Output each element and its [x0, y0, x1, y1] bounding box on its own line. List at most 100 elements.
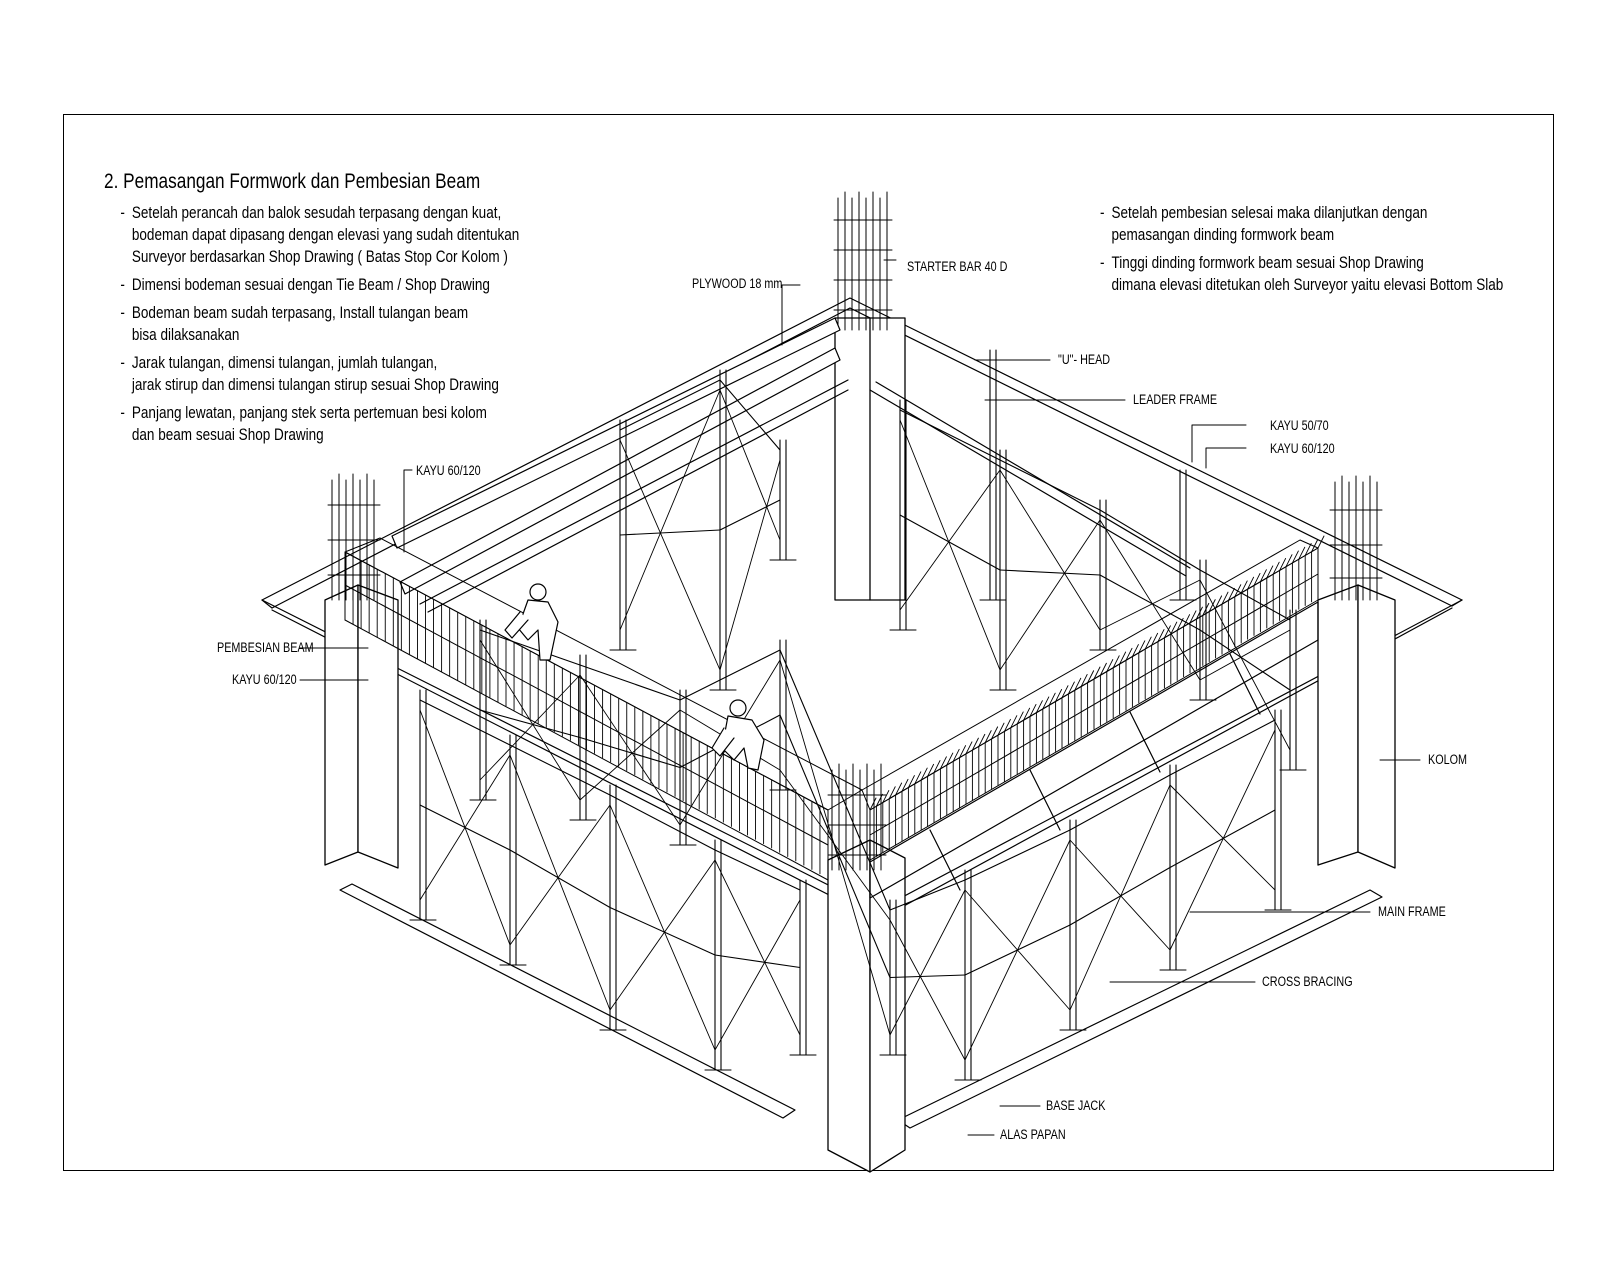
cross-brace [1200, 630, 1290, 680]
note-text: Setelah perancah dan balok sesudah terpa… [131, 204, 520, 266]
note-left-4: -Jarak tulangan, dimensi tulangan, jumla… [104, 352, 530, 396]
label-main-frame: MAIN FRAME [1378, 904, 1446, 919]
stirrup-top [934, 761, 940, 773]
label-kayu-60-120-left: KAYU 60/120 [232, 672, 297, 687]
stirrup-top [1216, 596, 1222, 608]
cross-brace [780, 770, 890, 920]
stirrup-top [1286, 555, 1292, 567]
note-dash: - [120, 204, 125, 222]
frame-ledger [720, 380, 780, 450]
stirrup-top [1152, 633, 1158, 645]
stirrup-top [1222, 592, 1228, 604]
frame-ledger [890, 880, 965, 910]
note-left-2: -Dimensi bodeman sesuai dengan Tie Beam … [104, 274, 530, 296]
stirrup-top [1036, 701, 1042, 713]
cross-brace [610, 860, 715, 1010]
cross-brace [720, 390, 780, 540]
frame-ledger [1000, 460, 1100, 510]
stirrup-top [953, 749, 959, 761]
stirrup-top [992, 727, 998, 739]
note-text: Tinggi dinding formwork beam sesuai Shop… [1111, 254, 1504, 294]
stirrup-top [1062, 686, 1068, 698]
cross-brace [1000, 520, 1100, 670]
stirrup-top [979, 734, 985, 746]
label-starter-bar: STARTER BAR 40 D [907, 259, 1008, 274]
stirrup-top [1184, 615, 1190, 627]
stirrup-top [1312, 540, 1318, 552]
frame-ledger [780, 650, 890, 910]
frame-ledger [1170, 720, 1275, 775]
label-plywood: PLYWOOD 18 mm [692, 276, 783, 291]
beam-side-formwork [870, 602, 1318, 898]
frame-ledger [1170, 810, 1275, 868]
note-text: Setelah pembesian selesai maka dilanjutk… [1111, 204, 1428, 244]
notes-left: 2. Pemasangan Formwork dan Pembesian Bea… [104, 170, 530, 452]
frame-ledger [580, 738, 680, 768]
note-dash: - [1100, 204, 1105, 222]
label-base-jack: BASE JACK [1046, 1098, 1106, 1113]
frame-ledger [1200, 570, 1290, 620]
stirrup-top [1132, 645, 1138, 657]
stirrup-top [1145, 637, 1151, 649]
beam-rebar-cage-left [345, 538, 862, 880]
cross-brace [1100, 580, 1200, 630]
stirrup-top [915, 772, 921, 784]
cross-brace [1170, 730, 1275, 950]
note-dash: - [120, 354, 125, 372]
scaffold-main-frames [410, 350, 1306, 1080]
frame-ledger [1000, 570, 1100, 575]
note-text: Bodeman beam sudah terpasang, Install tu… [131, 304, 469, 344]
note-text: Jarak tulangan, dimensi tulangan, jumlah… [131, 354, 499, 394]
cross-brace [1200, 580, 1290, 750]
stirrup-top [921, 768, 927, 780]
leader-lines [300, 260, 1420, 1135]
cross-brace [480, 675, 580, 780]
stirrup-top [870, 798, 876, 810]
stirrup-top [1107, 660, 1113, 672]
stirrup-top [1088, 671, 1094, 683]
note-left-1: -Setelah perancah dan balok sesudah terp… [104, 202, 530, 268]
stirrup-top [1030, 704, 1036, 716]
stirrup-top [1120, 652, 1126, 664]
cross-brace [900, 470, 1000, 610]
stirrup-top [1075, 678, 1081, 690]
cross-brace [1100, 520, 1200, 680]
notes-right: -Setelah pembesian selesai maka dilanjut… [1100, 202, 1526, 302]
note-dash: - [1100, 254, 1105, 272]
scaffold-cross-bracing [420, 390, 1290, 1060]
cross-brace [510, 755, 610, 1010]
cross-brace [610, 805, 715, 1050]
stirrup-top [1094, 667, 1100, 679]
cross-brace [890, 890, 965, 1035]
stirrup-top [1299, 547, 1305, 559]
stirrup-top [1004, 719, 1010, 731]
stirrup-top [889, 787, 895, 799]
stirrup-top [947, 753, 953, 765]
stirrup-top [902, 779, 908, 791]
stirrup-top [1280, 558, 1286, 570]
note-left-5: -Panjang lewatan, panjang stek serta per… [104, 402, 530, 446]
worker-figures [505, 583, 764, 770]
starter-bar-top [834, 192, 892, 330]
frame-ledger [1100, 510, 1200, 570]
cross-brace [480, 640, 580, 800]
cross-brace [620, 390, 720, 630]
frame-ledger [480, 710, 580, 738]
stirrup-top [1158, 630, 1164, 642]
cross-brace [715, 900, 800, 1050]
note-dash: - [120, 276, 125, 294]
stirrup-top [966, 742, 972, 754]
stirrup-top [1267, 566, 1273, 578]
cross-brace [620, 440, 720, 670]
stirrup-top [1126, 648, 1132, 660]
stirrup-top [1056, 689, 1062, 701]
stirrup-top [1305, 543, 1311, 555]
frame-ledger [610, 908, 715, 956]
stirrup-top [1164, 626, 1170, 638]
label-kayu-50-70: KAYU 50/70 [1270, 418, 1329, 433]
stirrup-top [928, 764, 934, 776]
stirrup-top [1081, 674, 1087, 686]
cross-brace [1070, 840, 1170, 950]
cross-brace [965, 840, 1070, 1060]
